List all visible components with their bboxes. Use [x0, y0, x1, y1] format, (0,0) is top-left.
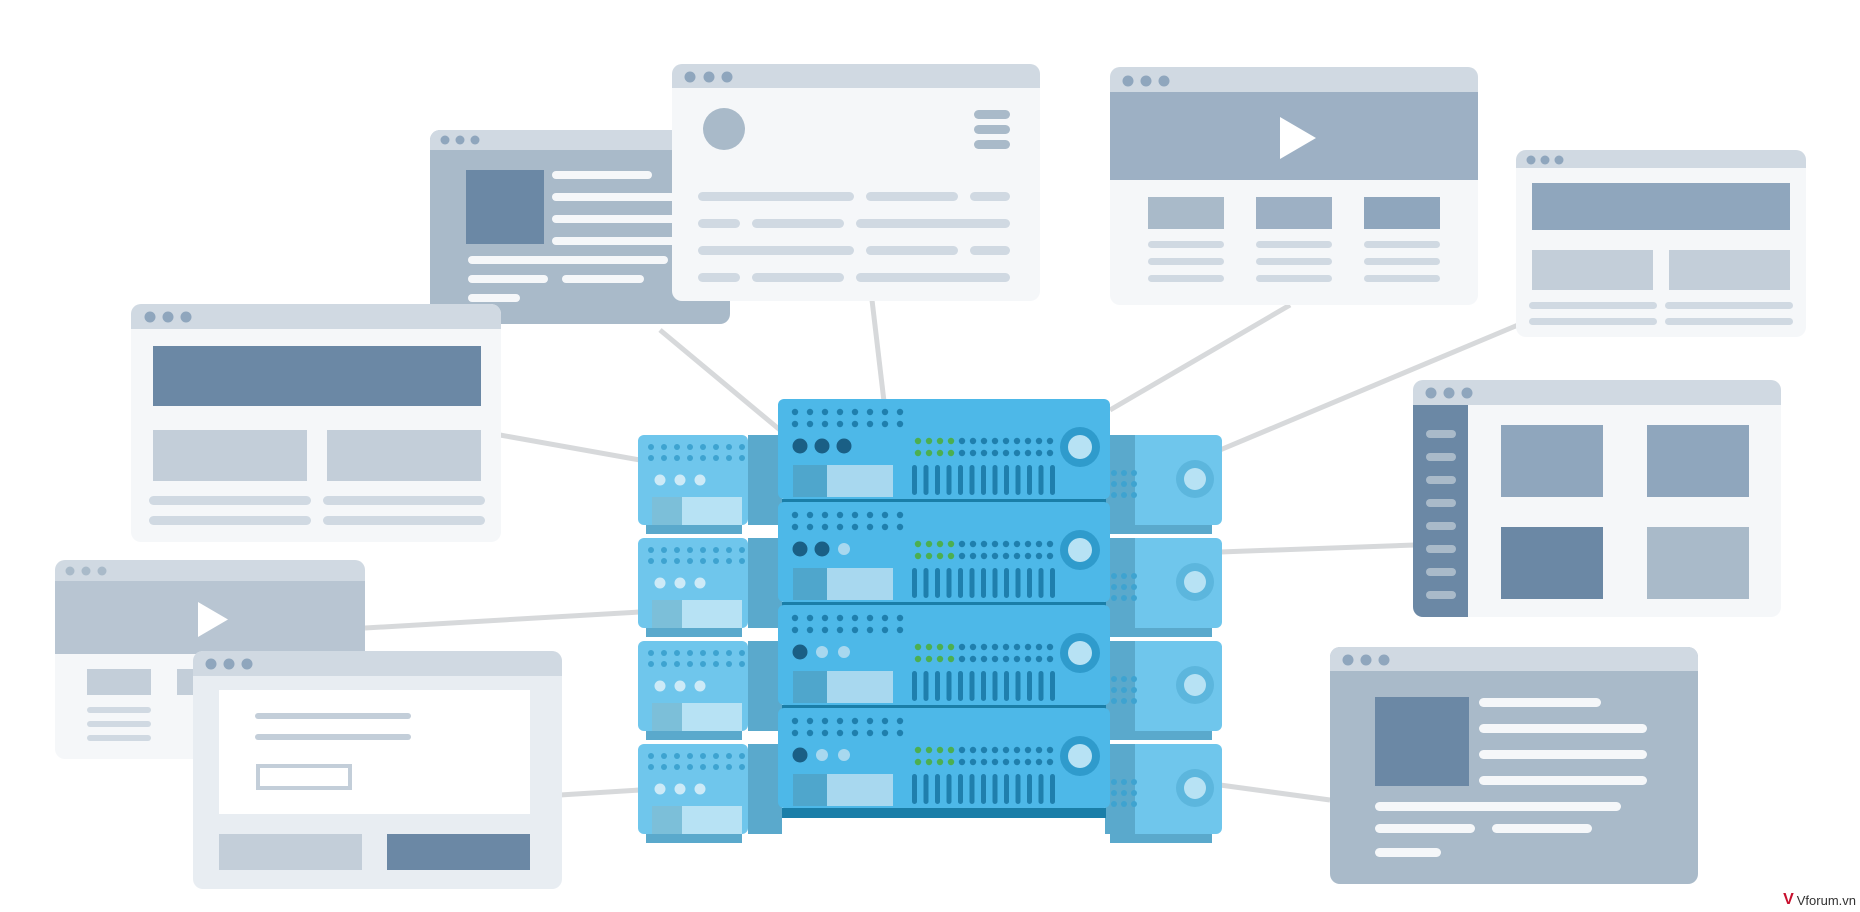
connector-line	[1219, 322, 1519, 453]
browser-window-article-large	[1330, 647, 1698, 884]
sidebar-menu-lines	[1426, 430, 1456, 599]
thumbnail	[1364, 197, 1440, 229]
browser-window-profile	[672, 64, 1040, 301]
banner-block	[1532, 183, 1790, 230]
connector-line	[1219, 782, 1331, 803]
watermark: V Vforum.vn	[1783, 892, 1856, 908]
window-control-dots	[1342, 654, 1390, 666]
gallery-tile	[1647, 425, 1749, 497]
connector-line	[499, 432, 641, 463]
form-button-secondary	[219, 834, 362, 870]
form-panel	[219, 690, 530, 814]
window-control-dots	[205, 658, 253, 670]
menu-icon	[974, 110, 1010, 149]
form-label-line	[255, 734, 411, 740]
power-button-icon	[1068, 641, 1092, 665]
window-control-dots	[1122, 75, 1170, 87]
server-unit	[638, 502, 1222, 637]
connector-line	[559, 787, 641, 798]
window-control-dots	[684, 71, 733, 83]
form-label-line	[255, 713, 411, 719]
video-caption-lines	[87, 707, 151, 741]
article-image	[1375, 697, 1469, 786]
article-text-lines	[468, 171, 682, 302]
thumbnail	[87, 669, 151, 695]
form-button-primary	[387, 834, 530, 870]
power-button-icon	[1184, 674, 1206, 696]
browser-window-banner	[1516, 150, 1806, 337]
dashboard-text-lines	[149, 496, 485, 525]
content-block	[153, 430, 307, 481]
server-back-right	[1110, 435, 1222, 525]
window-control-dots	[440, 135, 480, 145]
watermark-text: Vforum.vn	[1796, 892, 1856, 908]
thumbnail	[1256, 197, 1332, 229]
connector-line	[1219, 542, 1416, 555]
power-button-icon	[1068, 538, 1092, 562]
content-block	[327, 430, 481, 481]
profile-text-lines	[698, 192, 1010, 282]
server-unit	[638, 708, 1222, 843]
connector-line	[869, 299, 888, 411]
power-button-icon	[1184, 468, 1206, 490]
server-unit	[638, 605, 1222, 740]
play-icon	[198, 602, 228, 637]
browser-window-gallery	[1413, 380, 1781, 617]
content-block	[1532, 250, 1653, 290]
window-control-dots	[144, 311, 192, 323]
power-button-icon	[1068, 435, 1092, 459]
form-input	[256, 764, 352, 790]
server-back-right	[1110, 744, 1222, 834]
server-rack	[638, 399, 1222, 843]
gallery-tile	[1647, 527, 1749, 599]
thumbnail	[1148, 197, 1224, 229]
connector-lines	[364, 299, 1519, 803]
gallery-tile	[1501, 527, 1603, 599]
gallery-tile	[1501, 425, 1603, 497]
vforum-logo-icon: V	[1783, 891, 1794, 908]
browser-window-article	[430, 130, 730, 324]
window-control-dots	[1526, 155, 1564, 165]
browser-window-dashboard	[131, 304, 501, 542]
avatar-placeholder	[703, 108, 745, 150]
article-text-lines	[1375, 698, 1647, 857]
play-icon	[1280, 117, 1316, 159]
power-button-icon	[1184, 777, 1206, 799]
article-image	[466, 170, 544, 244]
video-caption-lines	[1148, 241, 1440, 282]
browser-window-video-gallery	[1110, 67, 1478, 305]
banner-text-lines	[1529, 302, 1793, 325]
server-back-right	[1110, 641, 1222, 731]
window-control-dots	[65, 566, 107, 576]
power-button-icon	[1184, 571, 1206, 593]
connector-line	[1108, 302, 1292, 413]
header-banner	[153, 346, 481, 406]
connector-line	[658, 328, 782, 432]
server-back-right	[1110, 538, 1222, 628]
content-block	[1669, 250, 1790, 290]
connector-line	[364, 609, 641, 631]
window-control-dots	[1425, 387, 1473, 399]
browser-window-form	[193, 651, 562, 889]
power-button-icon	[1068, 744, 1092, 768]
